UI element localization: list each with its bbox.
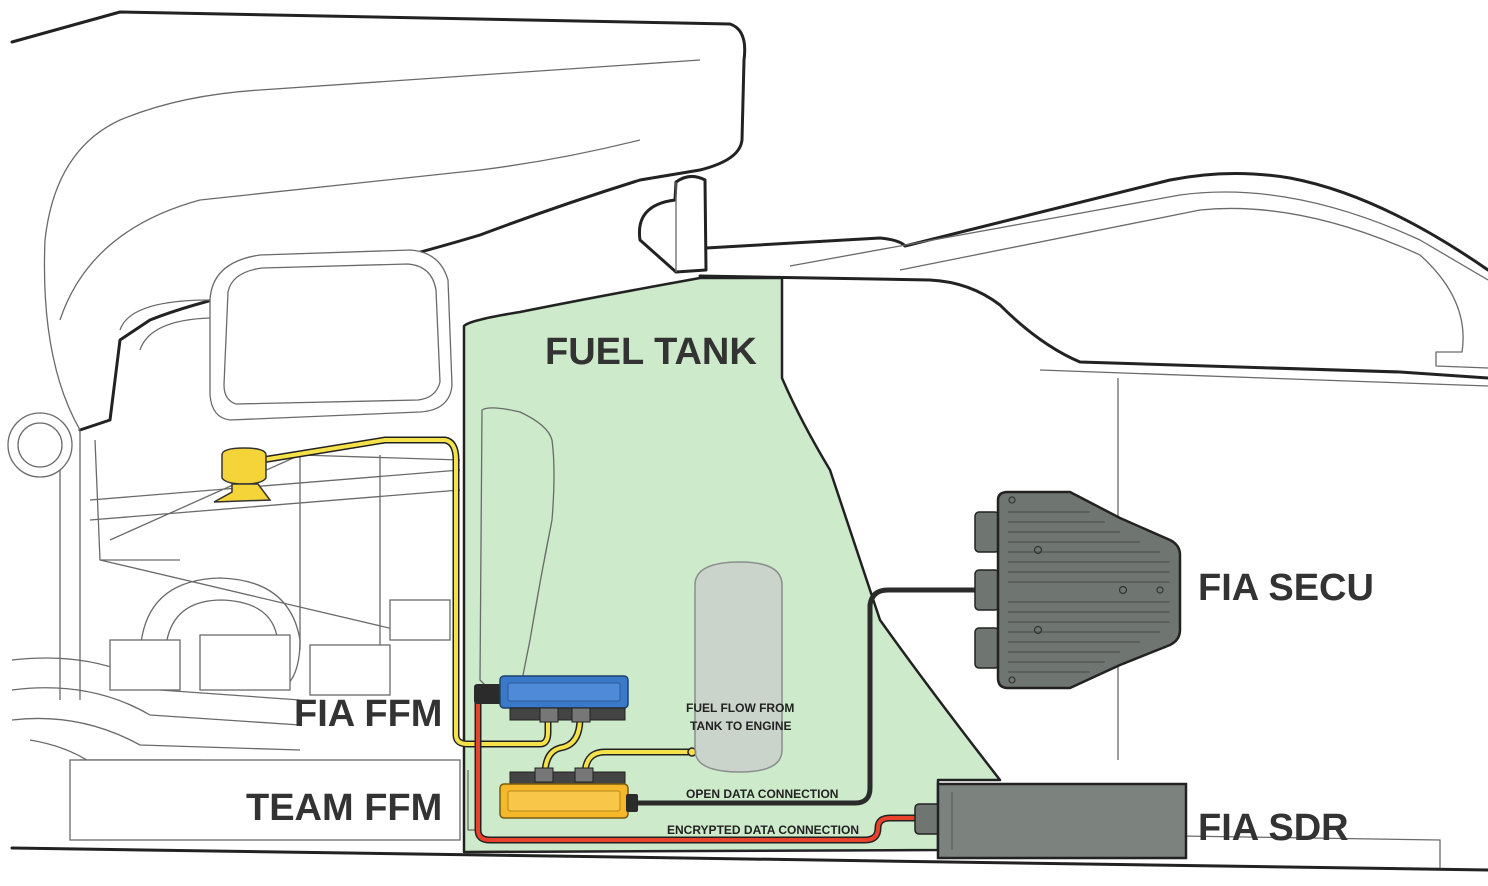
fia-sdr-unit bbox=[914, 782, 1188, 860]
open-data-cable bbox=[629, 587, 978, 806]
engine-mechanicals bbox=[7, 249, 466, 845]
encrypted-data-connection-label: ENCRYPTED DATA CONNECTION bbox=[667, 823, 859, 837]
fia-sdr-label: FIA SDR bbox=[1198, 807, 1349, 849]
fia-ffm-label: FIA FFM bbox=[294, 693, 442, 735]
fia-secu-unit bbox=[974, 490, 1182, 690]
data-cables bbox=[474, 587, 978, 844]
car-body-outline bbox=[10, 10, 1488, 872]
labels: FUEL TANK FIA SECU FIA FFM TEAM FFM FIA … bbox=[246, 331, 1374, 849]
fuel-collector-cylinder bbox=[694, 561, 783, 773]
team-ffm-label: TEAM FFM bbox=[246, 787, 442, 829]
team-ffm-unit bbox=[499, 767, 638, 819]
fia-secu-label: FIA SECU bbox=[1198, 567, 1374, 609]
fuel-flow-label-line1: FUEL FLOW FROM bbox=[686, 701, 794, 715]
fuel-flow-label-line2: TANK TO ENGINE bbox=[690, 719, 792, 733]
fuel-tank-label: FUEL TANK bbox=[545, 331, 757, 373]
fuel-fitting-icon bbox=[213, 447, 272, 503]
fia-ffm-unit bbox=[474, 675, 629, 723]
open-data-connection-label: OPEN DATA CONNECTION bbox=[686, 787, 838, 801]
